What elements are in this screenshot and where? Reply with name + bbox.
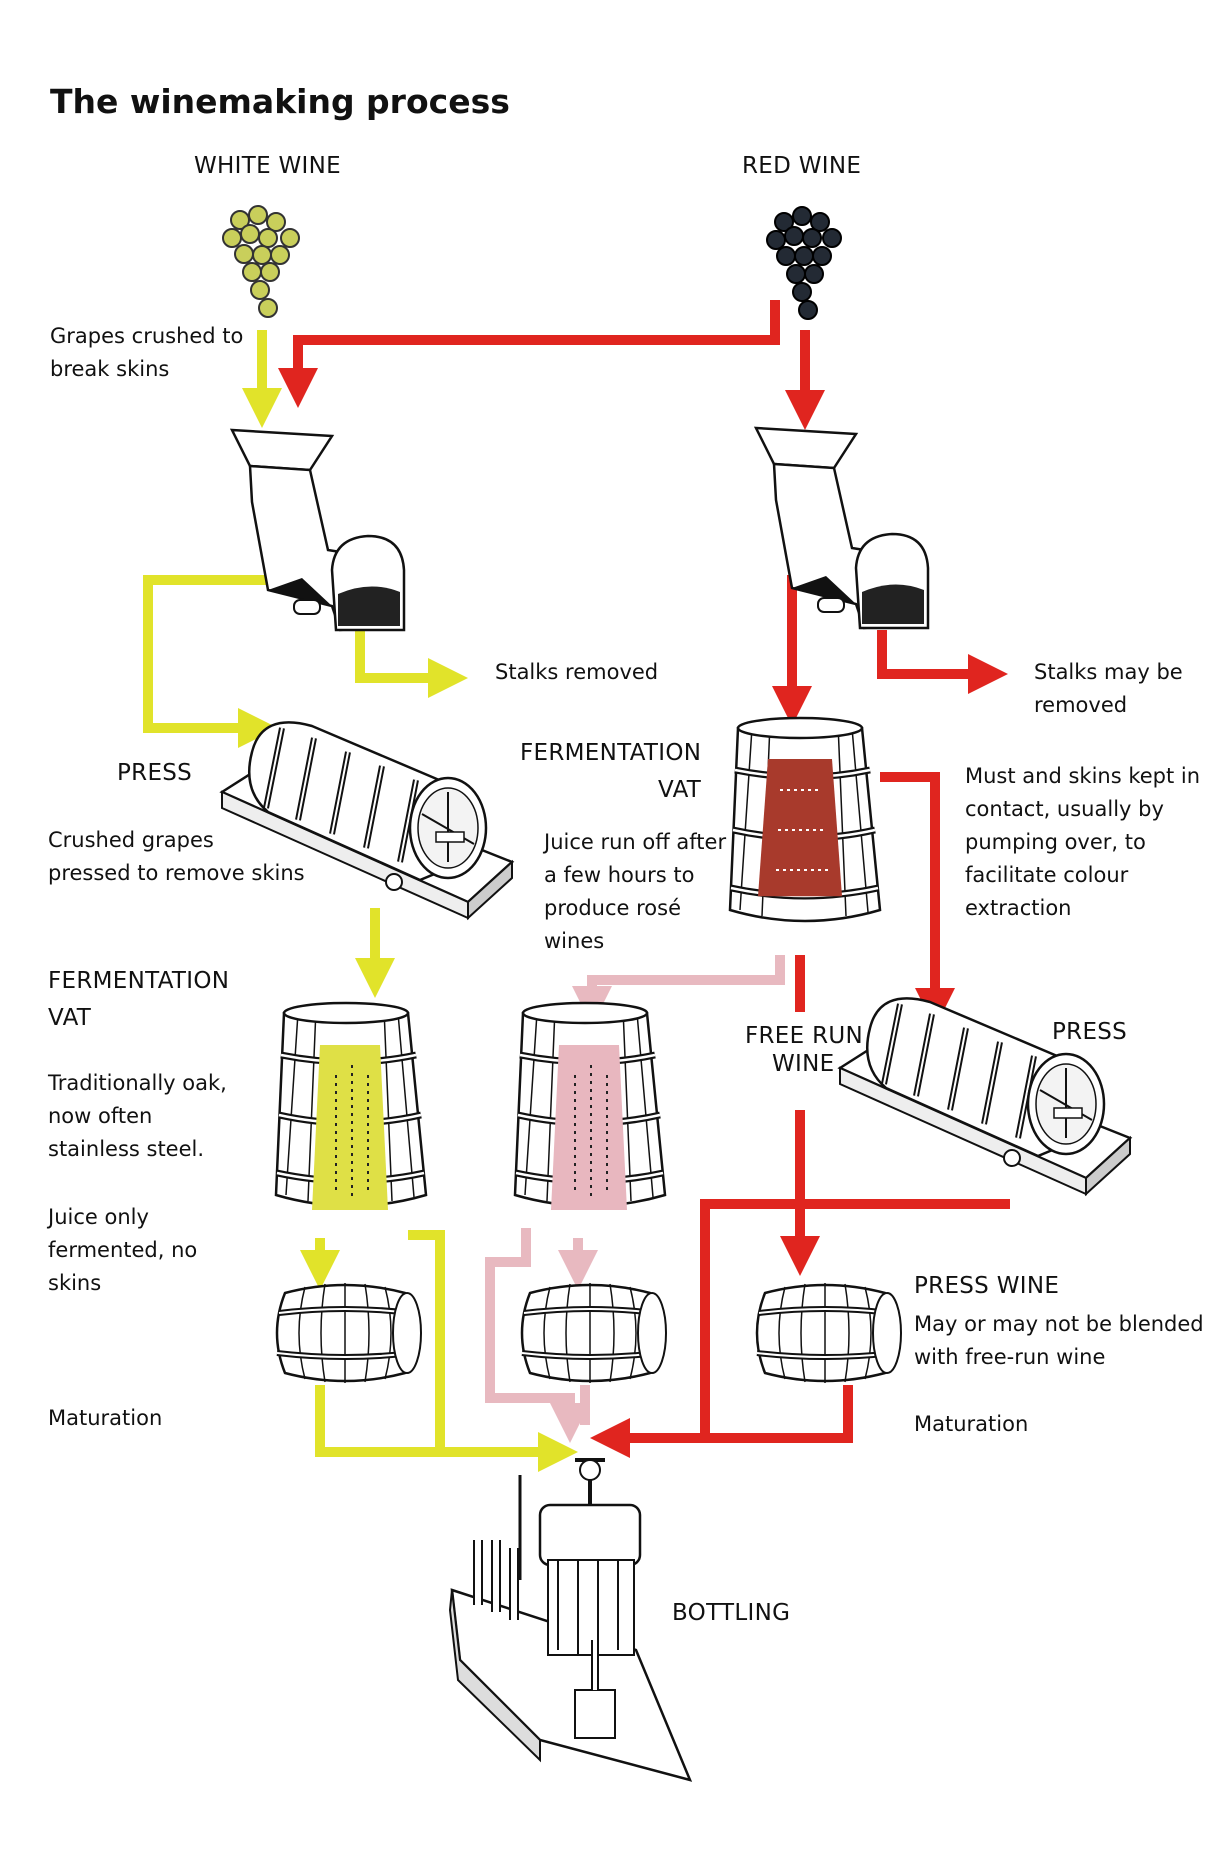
free-run-label-1: FREE RUN [745, 1023, 864, 1049]
vat-material-note: Traditionally oak, now often stainless s… [48, 1067, 227, 1166]
rose-note-line: wines [544, 929, 605, 953]
press-wine-label: PRESS WINE [914, 1273, 1060, 1299]
arrow-contact-to-press [880, 772, 955, 1028]
white-vat-icon [276, 1003, 426, 1210]
press-wine-note-line: with free-run wine [914, 1345, 1106, 1369]
white-press-note-line: Crushed grapes [48, 828, 214, 852]
red-grape-icon [766, 206, 842, 320]
arrow-rose-runoff [572, 955, 785, 1026]
red-vat-icon [730, 718, 880, 921]
red-crusher-icon [754, 426, 930, 630]
red-stalks-line: Stalks may be [1034, 660, 1183, 684]
red-press-label: PRESS [1052, 1019, 1128, 1045]
vat-material-line: stainless steel. [48, 1137, 205, 1161]
crush-note: Grapes crushed to break skins [50, 320, 243, 386]
vat-material-line: now often [48, 1104, 153, 1128]
red-stalks-label: Stalks may be removed [1034, 656, 1183, 722]
red-barrel-icon [757, 1283, 901, 1383]
contact-note-line: extraction [965, 896, 1072, 920]
juice-only-line: skins [48, 1271, 102, 1295]
rose-vat-icon [515, 1003, 665, 1210]
red-vat-label-2: VAT [658, 777, 702, 803]
juice-only-line: Juice only [48, 1205, 149, 1229]
white-press-note: Crushed grapes pressed to remove skins [48, 824, 305, 890]
rose-note-line: produce rosé [544, 896, 682, 920]
contact-note: Must and skins kept in contact, usually … [965, 760, 1200, 925]
arrow-white-stalks [355, 620, 468, 698]
white-press-note-line: pressed to remove skins [48, 861, 305, 885]
red-vat-label-1: FERMENTATION [520, 740, 702, 766]
juice-only-note: Juice only fermented, no skins [48, 1201, 197, 1300]
red-maturation-label: Maturation [914, 1412, 1029, 1436]
contact-note-line: pumping over, to [965, 830, 1146, 854]
white-wine-heading: WHITE WINE [194, 153, 341, 179]
rose-barrel-icon [522, 1283, 666, 1383]
arrow-white-maturation [315, 1385, 440, 1457]
white-vat-label-2: VAT [48, 1005, 92, 1031]
white-vat-label-1: FERMENTATION [48, 968, 230, 994]
free-run-label-2: WINE [772, 1051, 835, 1077]
red-stalks-line: removed [1034, 693, 1128, 717]
white-crusher-icon [230, 428, 406, 632]
white-barrel-icon [277, 1283, 421, 1383]
crush-note-line: break skins [50, 357, 170, 381]
white-press-label: PRESS [117, 760, 193, 786]
arrow-white-bypass [408, 1230, 578, 1472]
arrow-red-maturation [590, 1385, 853, 1458]
bottling-machine-icon [448, 1458, 693, 1782]
arrow-rose-bypass [485, 1228, 590, 1443]
arrow-red-to-white-crusher [278, 300, 780, 408]
vat-material-line: Traditionally oak, [48, 1071, 227, 1095]
press-wine-note: May or may not be blended with free-run … [914, 1308, 1204, 1374]
white-maturation-label: Maturation [48, 1406, 163, 1430]
rose-note-line: a few hours to [544, 863, 695, 887]
arrow-white-to-press [143, 575, 290, 748]
white-grape-icon [222, 205, 300, 318]
white-stalks-label: Stalks removed [495, 660, 659, 684]
page-title: The winemaking process [50, 82, 510, 121]
press-wine-note-line: May or may not be blended [914, 1312, 1204, 1336]
contact-note-line: Must and skins kept in [965, 764, 1201, 788]
contact-note-line: facilitate colour [965, 863, 1129, 887]
bottling-label: BOTTLING [672, 1600, 791, 1626]
arrow-press-wine [700, 1199, 1010, 1438]
rose-note-line: Juice run off after [544, 830, 727, 854]
red-wine-heading: RED WINE [742, 153, 862, 179]
crush-note-line: Grapes crushed to [50, 324, 244, 348]
arrow-red-stalks [877, 630, 1008, 694]
rose-note: Juice run off after a few hours to produ… [544, 826, 726, 958]
contact-note-line: contact, usually by [965, 797, 1164, 821]
juice-only-line: fermented, no [48, 1238, 198, 1262]
